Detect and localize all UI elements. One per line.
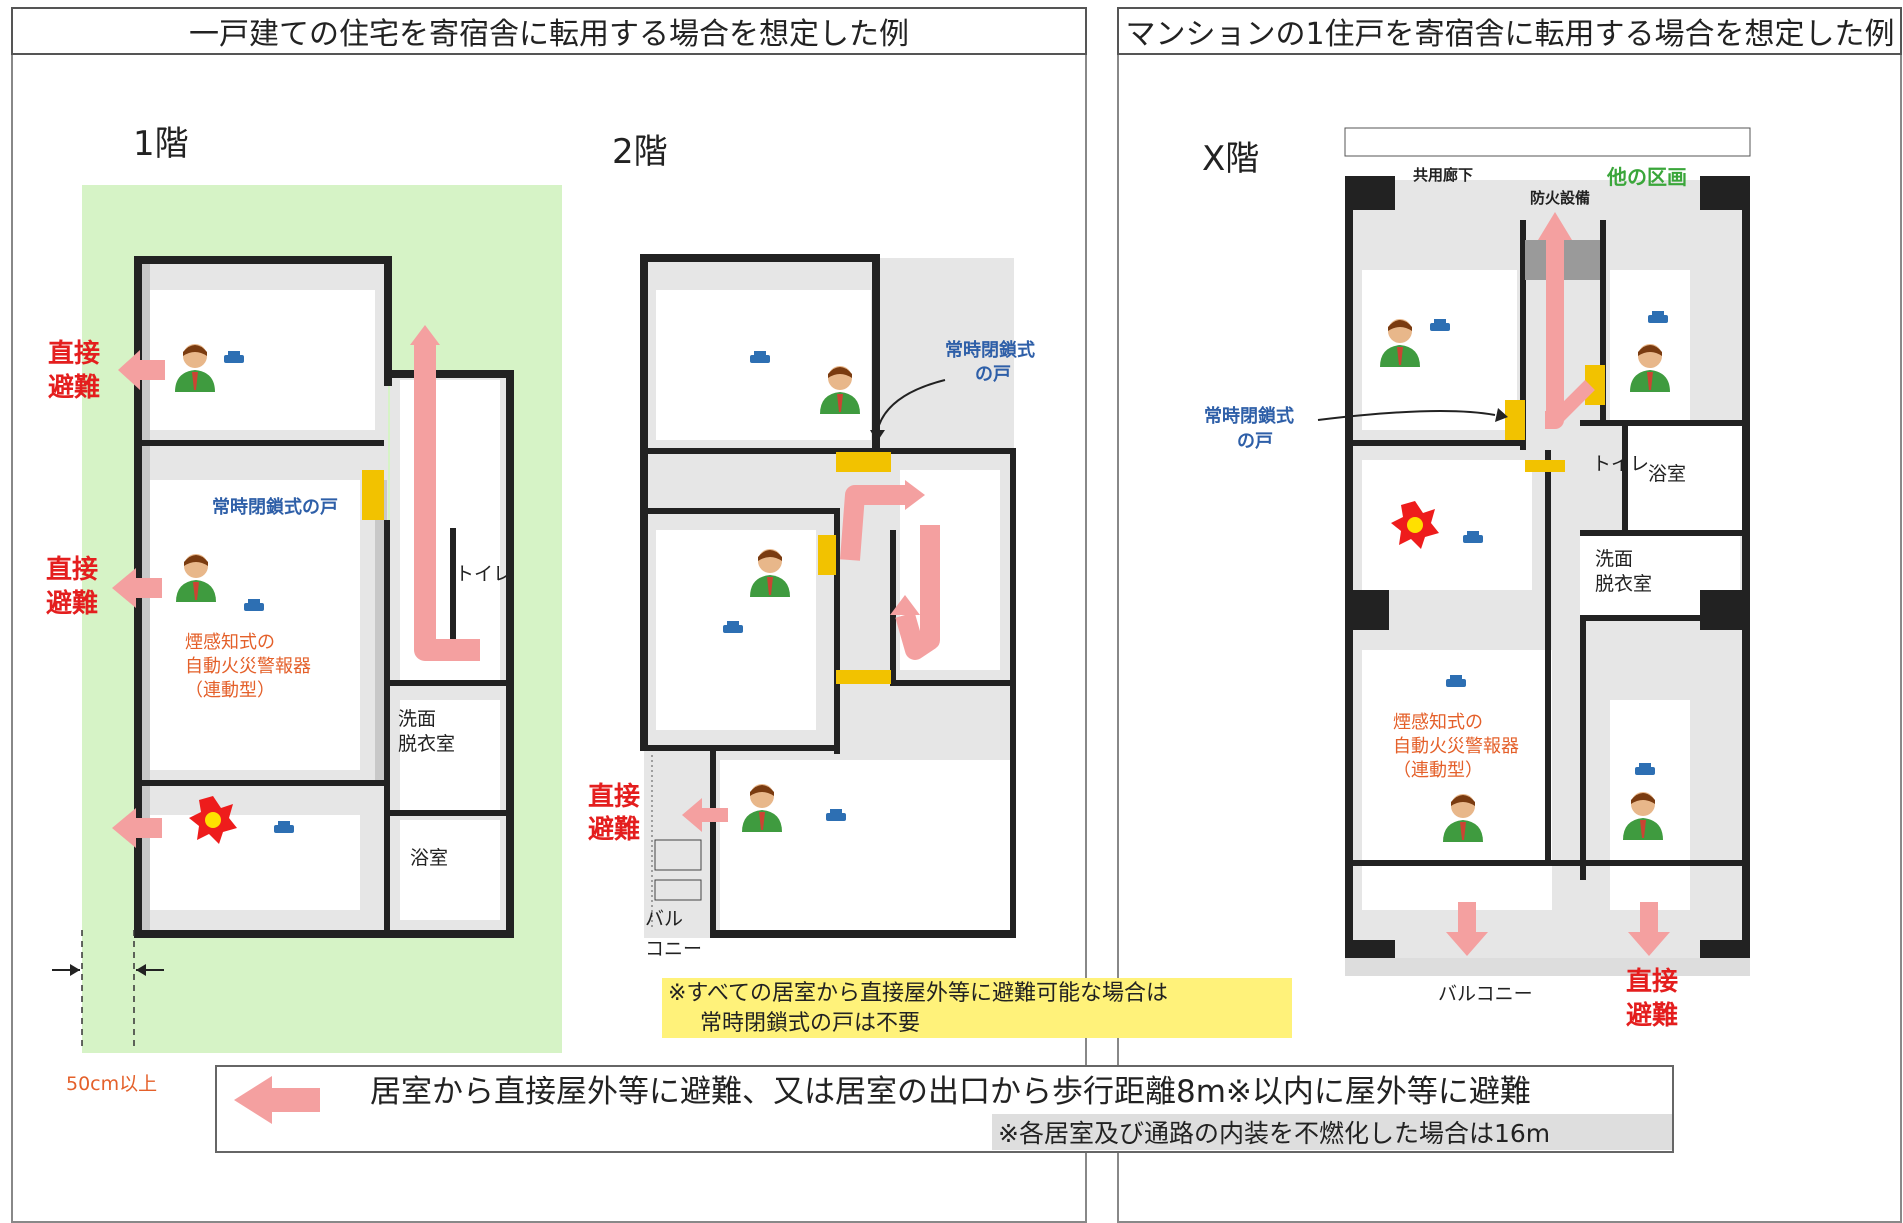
bath-label: 浴室 — [1648, 463, 1686, 485]
floor2-fire-door — [818, 535, 836, 575]
dimension-label: 50cm以上 — [66, 1073, 157, 1095]
exit-label: 直接 — [588, 782, 640, 812]
left-title-box — [11, 7, 1087, 55]
legend-arrow-icon — [234, 1076, 320, 1124]
floor2-door-label: 常時閉鎖式 — [945, 339, 1035, 361]
exit-label: 直接 — [48, 339, 100, 369]
apartment-door-label: 常時閉鎖式 — [1204, 405, 1294, 427]
legend-main-text: 居室から直接屋外等に避難、又は居室の出口から歩行距離8m※以内に屋外等に避難 — [370, 1074, 1531, 1110]
balcony-label: コニー — [645, 938, 702, 960]
exit-label: 避難 — [48, 372, 100, 403]
balcony-hatch — [1345, 958, 1750, 976]
apartment-fire-door — [1585, 365, 1605, 405]
right-title-box — [1117, 7, 1902, 55]
note-line-2: 常時閉鎖式の戸は不要 — [700, 1011, 920, 1036]
alarm-label: 自動火災警報器 — [185, 656, 311, 677]
left-panel-title: 一戸建ての住宅を寄宿舎に転用する場合を想定した例 — [189, 17, 909, 52]
floor2-exit-arrow — [682, 798, 728, 832]
washroom-label: 洗面 — [398, 708, 436, 730]
floor1-exit-arrows — [112, 350, 165, 848]
right-panel-title: マンションの1住戸を寄宿舎に転用する場合を想定した例 — [1125, 17, 1894, 52]
washroom-label: 脱衣室 — [398, 733, 455, 755]
floor1-plan — [134, 256, 514, 938]
other-section-label: 他の区画 — [1606, 165, 1687, 189]
apartment-door-label: の戸 — [1237, 431, 1273, 452]
legend-sub-text: ※各居室及び通路の内装を不燃化した場合は16m — [998, 1119, 1550, 1148]
balcony-label: バルコニー — [1438, 983, 1533, 1005]
floor2-fire-door — [836, 452, 891, 472]
dimension-marker — [52, 930, 164, 1050]
legend-sub-bg — [992, 1114, 1672, 1150]
balcony-railing — [651, 755, 702, 930]
fire-equipment-label: 防火設備 — [1530, 189, 1590, 207]
apartment-callout-arrow — [1317, 408, 1508, 422]
floor1-door-label: 常時閉鎖式の戸 — [212, 496, 338, 518]
apartment-fire-door — [1525, 460, 1565, 472]
floor2-label: 2階 — [612, 132, 668, 172]
balcony-label: バル — [645, 908, 683, 930]
exit-label: 直接 — [46, 555, 98, 585]
alarm-label: （連動型） — [185, 680, 275, 701]
floor2-fire-door — [836, 670, 891, 684]
exit-label: 避難 — [1626, 1000, 1678, 1031]
apartment-plan — [1344, 127, 1751, 976]
alarm-label: 煙感知式の — [185, 632, 275, 653]
floor2-door-label: の戸 — [975, 364, 1011, 385]
callout-arrow — [870, 379, 946, 442]
alarm-label: （連動型） — [1393, 760, 1483, 781]
washroom-label: 脱衣室 — [1595, 573, 1652, 595]
apartment-fire-door — [1505, 400, 1525, 440]
alarm-label: 煙感知式の — [1393, 712, 1483, 733]
floor1-label: 1階 — [133, 124, 189, 164]
floor1-fire-door — [362, 470, 384, 520]
washroom-label: 洗面 — [1595, 548, 1633, 570]
toilet-label: トイレ — [455, 563, 512, 585]
exit-label: 直接 — [1626, 967, 1678, 997]
floor2-plan — [640, 254, 1016, 938]
note-box — [662, 978, 1292, 1038]
exit-label: 避難 — [46, 588, 98, 619]
bath-label: 浴室 — [410, 847, 448, 869]
corridor-label: 共用廊下 — [1413, 166, 1473, 184]
x-floor-label: X階 — [1202, 139, 1259, 179]
exit-label: 避難 — [588, 814, 640, 845]
apartment-exit-arrows — [1446, 902, 1670, 956]
corridor-hatch — [1345, 128, 1750, 156]
alarm-label: 自動火災警報器 — [1393, 736, 1519, 757]
toilet-label: トイレ — [1592, 453, 1649, 475]
note-line-1: ※すべての居室から直接屋外等に避難可能な場合は — [668, 981, 1168, 1006]
